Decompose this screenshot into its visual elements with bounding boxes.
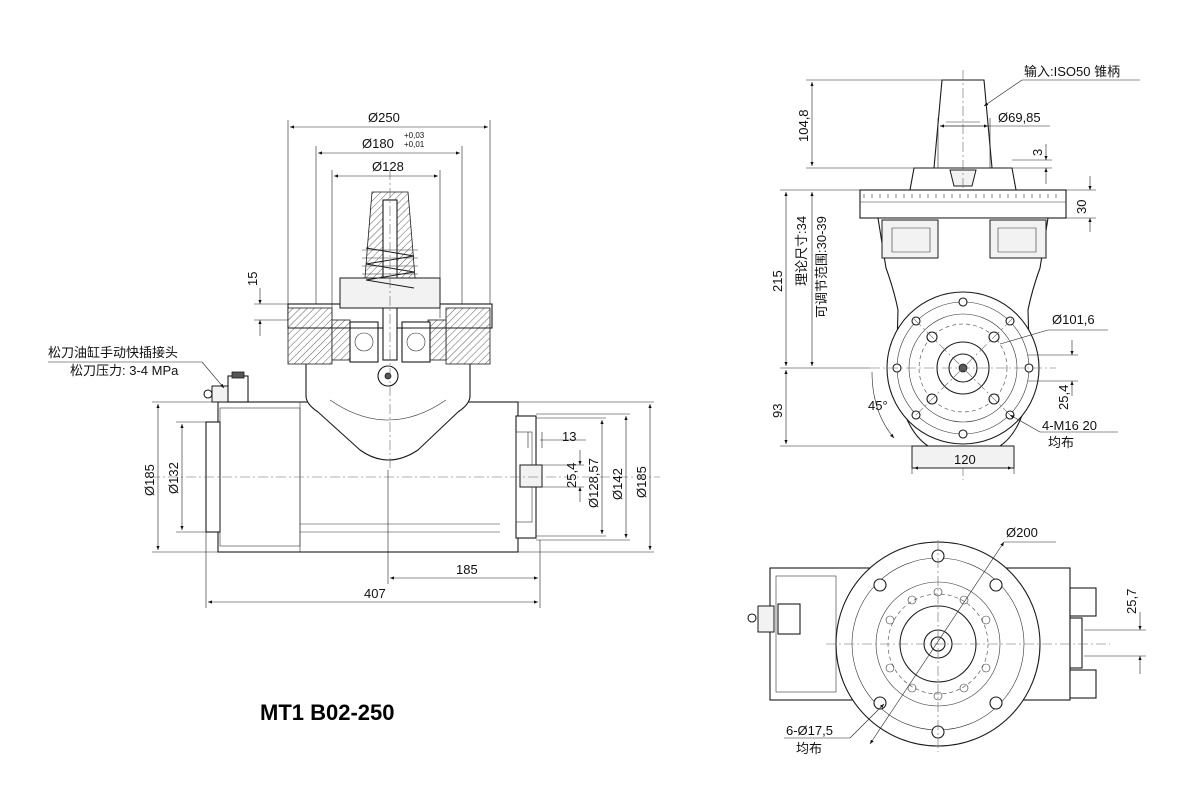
dim-d185-right: Ø185: [634, 466, 649, 498]
dim-13: 13: [562, 429, 576, 444]
dim-d250: Ø250: [368, 110, 400, 125]
dim-15: 15: [245, 272, 260, 286]
side-view-quick-connector: [203, 371, 249, 403]
dim-93: 93: [770, 404, 785, 418]
dim-d101-6: Ø101,6: [1052, 312, 1095, 327]
side-view-connector-note: 松刀油缸手动快插接头 松刀压力: 3-4 MPa: [48, 345, 225, 389]
note-thread-even: 均布: [1048, 435, 1074, 450]
note-thread: 4-M16 20: [1042, 418, 1097, 433]
dim-215: 215: [770, 270, 785, 292]
dim-d128: Ø128: [372, 159, 404, 174]
dim-120: 120: [954, 452, 976, 467]
side-view-spindle: [339, 170, 441, 470]
side-view-neck: [305, 360, 471, 461]
dim-d142: Ø142: [610, 468, 625, 500]
dim-d200: Ø200: [1006, 525, 1038, 540]
note-clamp-pressure: 松刀压力: 3-4 MPa: [70, 363, 179, 378]
front-view-taper: [909, 70, 1017, 480]
side-view: Ø250 Ø180 +0,03 +0,01 Ø128 15 松刀油缸手动快插接头…: [48, 110, 660, 725]
side-view-dims-bottom: 185 407: [205, 470, 541, 608]
note-holes: 6-Ø17,5: [786, 723, 833, 738]
front-view-dims: 输入:ISO50 锥柄 104,8 Ø69,85 3 30: [770, 64, 1140, 474]
dim-45deg: 45°: [868, 398, 888, 413]
note-clamp-connector: 松刀油缸手动快插接头: [48, 345, 178, 360]
note-input: 输入:ISO50 锥柄: [1024, 64, 1120, 79]
dim-d180: Ø180: [362, 136, 394, 151]
side-view-dims-right: 13 25,4 Ø128,57 Ø142 Ø185: [518, 401, 654, 553]
side-view-dims-left: Ø185 Ø132: [142, 401, 218, 553]
dim-d69-85: Ø69,85: [998, 110, 1041, 125]
dim-3: 3: [1030, 149, 1045, 156]
top-view: Ø200 25,7 6-Ø17,5 均布: [747, 525, 1146, 756]
model-title: MT1 B02-250: [260, 700, 395, 725]
top-view-dims: Ø200 25,7 6-Ø17,5 均布: [784, 525, 1146, 756]
dim-theory: 理论尺寸:34: [794, 216, 809, 286]
note-holes-even: 均布: [796, 741, 822, 756]
dim-104-8: 104,8: [796, 109, 811, 142]
dim-25-4-front: 25,4: [1056, 385, 1071, 410]
side-view-dims-top: Ø250 Ø180 +0,03 +0,01 Ø128 15: [245, 110, 491, 336]
front-view-flange: [859, 189, 1067, 219]
dim-407: 407: [364, 586, 386, 601]
dim-25-4: 25,4: [564, 463, 579, 488]
dim-d180-tol-lower: +0,01: [404, 140, 425, 149]
dim-d180-tol-upper: +0,03: [404, 131, 425, 140]
dim-d128-57: Ø128,57: [586, 458, 601, 508]
dim-30: 30: [1074, 200, 1089, 214]
front-view-face: [870, 291, 1056, 445]
dim-range: 可调节范围:30-39: [814, 216, 829, 318]
dim-d132: Ø132: [166, 462, 181, 494]
dim-25-7: 25,7: [1124, 589, 1139, 614]
dim-d185-left: Ø185: [142, 464, 157, 496]
front-view: 输入:ISO50 锥柄 104,8 Ø69,85 3 30: [770, 64, 1140, 480]
dim-185: 185: [456, 562, 478, 577]
